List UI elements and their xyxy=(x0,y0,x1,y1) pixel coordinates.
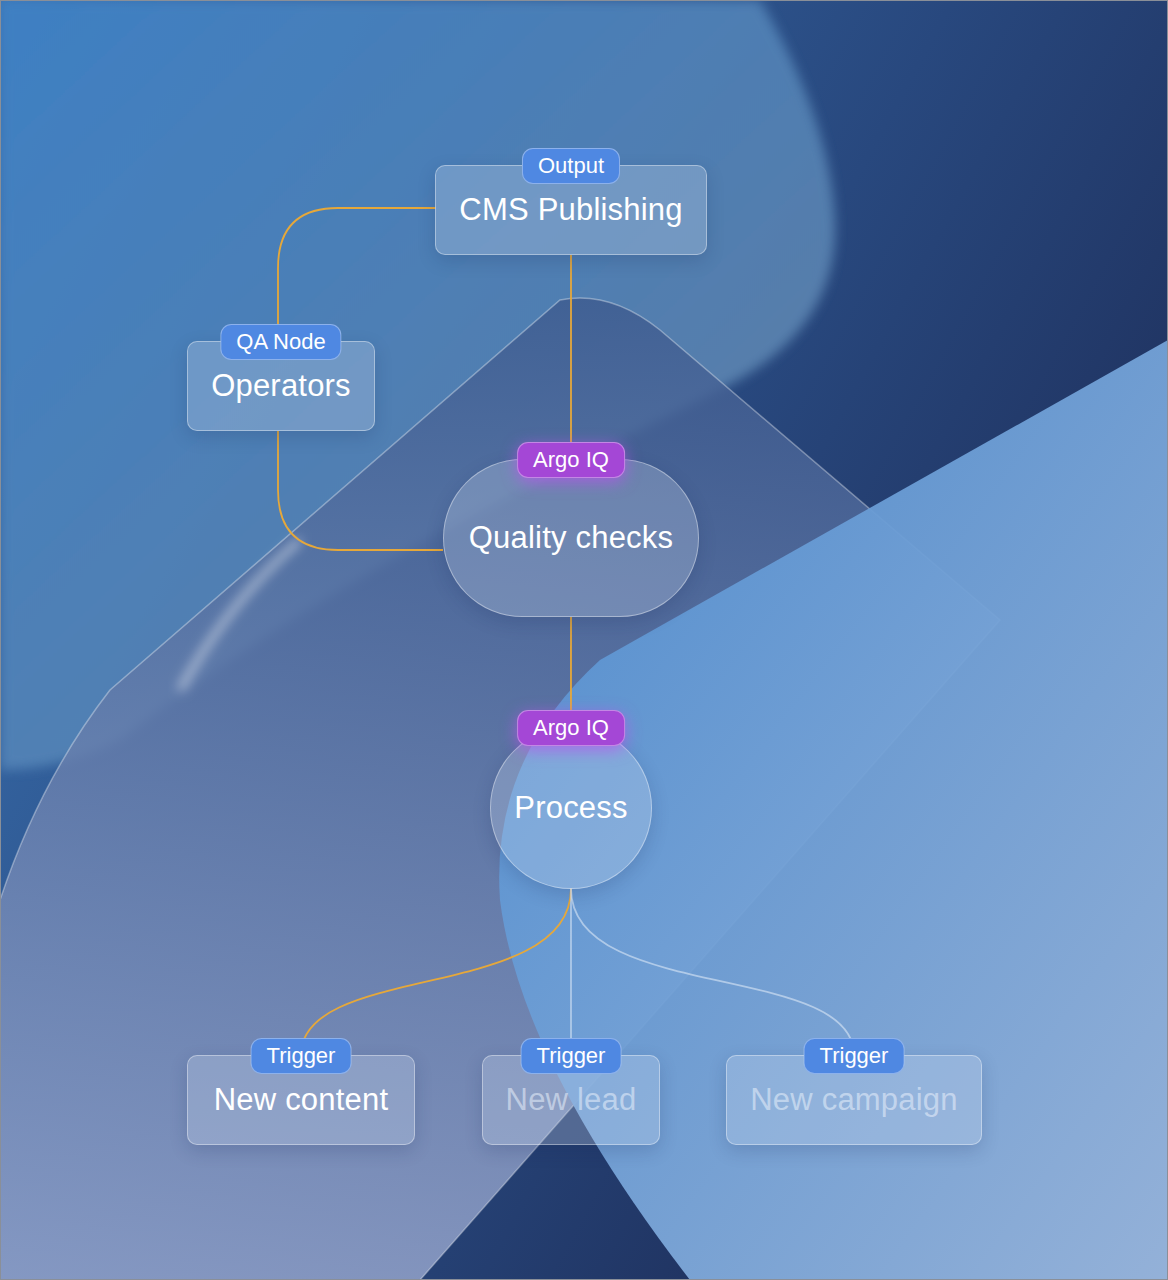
node-label: Operators xyxy=(211,368,351,404)
node-label: New campaign xyxy=(750,1082,957,1118)
connector-line xyxy=(570,889,572,1055)
node-tag: Output xyxy=(522,148,620,184)
quality-node: Argo IQQuality checks xyxy=(443,459,699,617)
qa-node-box: QA NodeOperators xyxy=(187,341,375,431)
connector-line xyxy=(278,208,435,341)
node-label: New content xyxy=(214,1082,389,1118)
node-label: Process xyxy=(514,790,627,826)
connector xyxy=(278,208,435,341)
connector xyxy=(278,431,443,550)
connector-line xyxy=(301,889,571,1055)
output-box: OutputCMS Publishing xyxy=(435,165,706,255)
process-circle: Argo IQProcess xyxy=(490,727,651,888)
connector xyxy=(571,255,572,459)
node-label: CMS Publishing xyxy=(459,192,682,228)
connector-line xyxy=(571,889,854,1055)
node-tag: Trigger xyxy=(804,1038,905,1074)
node-tag: Argo IQ xyxy=(517,442,625,478)
trigger-box: TriggerNew campaign xyxy=(726,1055,981,1145)
node-tag: Argo IQ xyxy=(517,710,625,746)
connector xyxy=(301,889,571,1055)
connector xyxy=(571,889,854,1055)
node-label: Quality checks xyxy=(469,520,673,556)
node-label: New lead xyxy=(506,1082,637,1118)
trigger-box: TriggerNew lead xyxy=(482,1055,661,1145)
node-tag: Trigger xyxy=(521,1038,622,1074)
trigger-box: TriggerNew content xyxy=(187,1055,415,1145)
node-tag: Trigger xyxy=(251,1038,352,1074)
connector-line xyxy=(570,255,572,459)
connector-line xyxy=(278,431,443,550)
node-tag: QA Node xyxy=(220,324,341,360)
connector xyxy=(570,889,571,1055)
